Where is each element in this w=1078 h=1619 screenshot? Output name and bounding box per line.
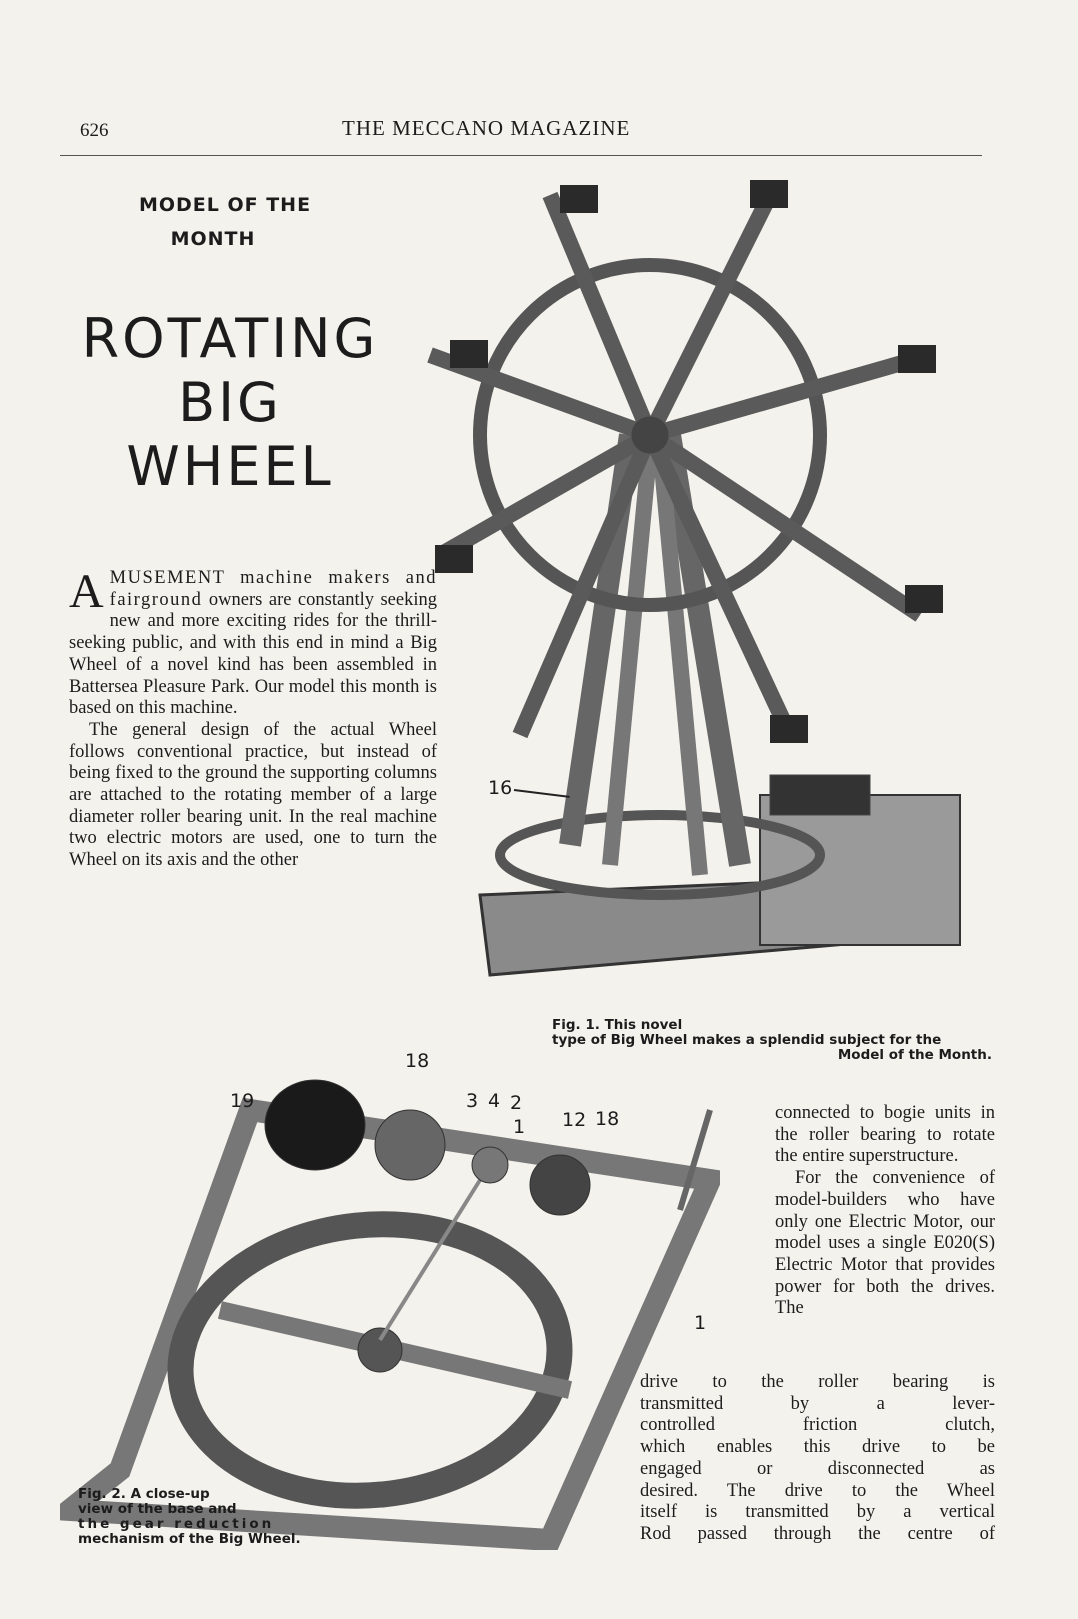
kicker-line-1: MODEL OF THE (138, 194, 312, 216)
fig2-caption: Fig. 2. A close-up view of the base and … (78, 1487, 338, 1547)
magazine-title: THE MECCANO MAGAZINE (342, 116, 631, 140)
fig2-callout-1-top: 1 (513, 1116, 526, 1138)
kicker-line-2: MONTH (170, 228, 256, 250)
fig1-caption-line-1: Fig. 1. This novel (552, 1017, 683, 1033)
headline-line-1: ROTATING (81, 307, 379, 370)
header-rule (60, 155, 982, 156)
page-number: 626 (80, 120, 109, 141)
fig2-caption-line-3: the gear reduction (78, 1516, 275, 1532)
fig2-callout-19: 19 (230, 1090, 255, 1112)
drop-cap: A (69, 565, 104, 618)
fig2-caption-line-1: Fig. 2. A close-up (78, 1486, 210, 1502)
article-bottom-line: engaged or disconnected as (640, 1458, 995, 1479)
article-right-paragraph-1: connected to bogie units in the roller b… (775, 1103, 995, 1167)
fig2-callout-1: 1 (694, 1312, 707, 1334)
article-column-right: connected to bogie units in the roller b… (775, 1103, 995, 1320)
article-bottom-line: drive to the roller bearing is (640, 1372, 995, 1392)
article-bottom-line: which enables this drive to be (640, 1437, 995, 1458)
fig1-caption-line-3: Model of the Month. (837, 1047, 992, 1063)
base-mechanism-photo (60, 1079, 720, 1550)
article-bottom-line: transmitted by a lever- (640, 1393, 995, 1414)
big-wheel-photo (427, 180, 961, 977)
fig2-callout-12: 12 (562, 1109, 587, 1131)
fig2-callout-4: 4 (488, 1090, 501, 1112)
article-p1-rest: owners are constantly seeking new and mo… (69, 589, 437, 719)
article-column-bottom: drive to the roller bearing is transmitt… (640, 1372, 995, 1546)
fig2-callout-2: 2 (510, 1092, 523, 1114)
fig1-callout-16: 16 (488, 777, 513, 799)
article-lead: MUSEMENT machine makers and fairground (109, 568, 437, 610)
fig2-caption-line-2: view of the base and (78, 1501, 237, 1517)
article-bottom-line: controlled friction clutch, (640, 1415, 995, 1436)
fig2-callout-18: 18 (595, 1108, 620, 1130)
fig2-callout-3: 3 (466, 1090, 479, 1112)
article-right-paragraph-2: For the convenience of model-builders wh… (775, 1168, 995, 1319)
headline-line-2: BIG (178, 371, 282, 434)
headline-line-3: WHEEL (126, 435, 334, 498)
article-bottom-line: itself is transmitted by a vertical (640, 1502, 995, 1523)
fig1-caption-line-2: type of Big Wheel makes a splendid subje… (552, 1032, 942, 1048)
fig2-caption-line-4: mechanism of the Big Wheel. (78, 1531, 301, 1547)
article-paragraph-2: The general design of the actual Wheel f… (69, 719, 437, 871)
fig1-caption: Fig. 1. This novel type of Big Wheel mak… (552, 1018, 992, 1063)
article-bottom-line: Rod passed through the centre of (640, 1523, 995, 1544)
article-bottom-line: desired. The drive to the Wheel (640, 1480, 995, 1501)
fig2-callout-18-top: 18 (405, 1050, 430, 1072)
